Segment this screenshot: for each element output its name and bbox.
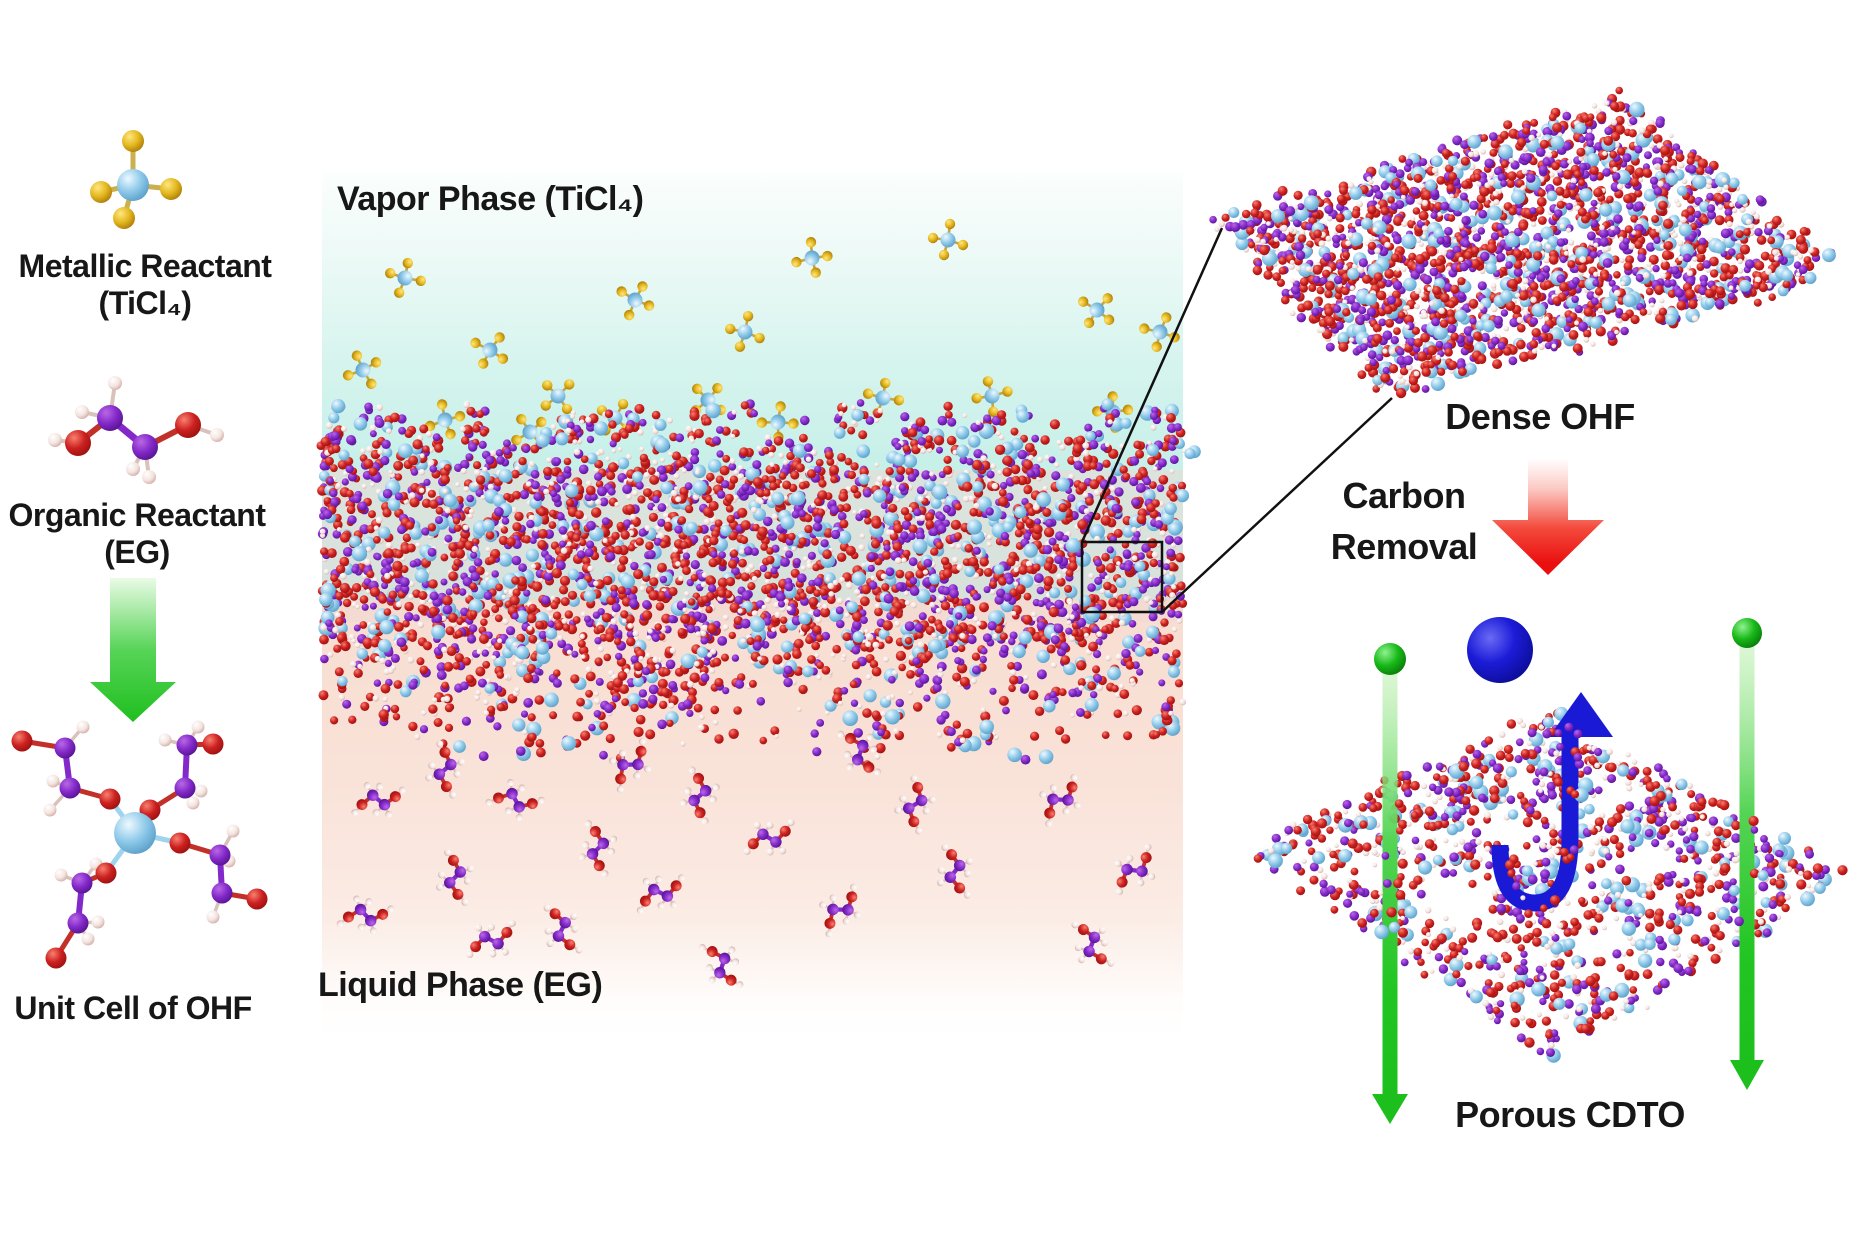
metallic-reactant-label: Metallic Reactant(TiCl₄)	[18, 248, 272, 321]
dense-ohf-slab	[1209, 86, 1836, 399]
metallic-reactant-molecule	[90, 130, 182, 229]
porous-cdto-label: Porous CDTO	[1455, 1094, 1685, 1135]
reaction-arrow-down	[90, 578, 176, 722]
organic-reactant-molecule	[48, 376, 224, 484]
interface-dense-ohf-layer	[316, 398, 1201, 770]
vapor-phase-label: Vapor Phase (TiCl₄)	[337, 180, 644, 218]
zoom-callout-box	[1080, 540, 1164, 614]
green-beam-right-arrowhead	[1730, 1060, 1764, 1090]
green-ion-beam-right	[1730, 646, 1764, 1090]
green-ion-sphere-left	[1374, 643, 1406, 675]
dense-ohf-label: Dense OHF	[1445, 396, 1635, 437]
organic-reactant-label: Organic Reactant(EG)	[8, 497, 266, 570]
unit-cell-ohf-molecule	[11, 720, 268, 969]
callout-leader-line-top	[1080, 227, 1224, 543]
blue-carbon-sphere	[1467, 617, 1533, 683]
carbon-removal-arrow-down	[1492, 458, 1604, 575]
green-beam-left-arrowhead	[1372, 1094, 1408, 1124]
callout-leader-line-bottom	[1161, 397, 1393, 613]
liquid-phase-label: Liquid Phase (EG)	[318, 966, 603, 1004]
porous-cdto-slab-back	[1253, 706, 1848, 1063]
unit-cell-label: Unit Cell of OHF	[14, 990, 252, 1026]
porous-cdto-slab-front	[1268, 716, 1826, 1049]
green-ion-sphere-right	[1732, 618, 1762, 648]
